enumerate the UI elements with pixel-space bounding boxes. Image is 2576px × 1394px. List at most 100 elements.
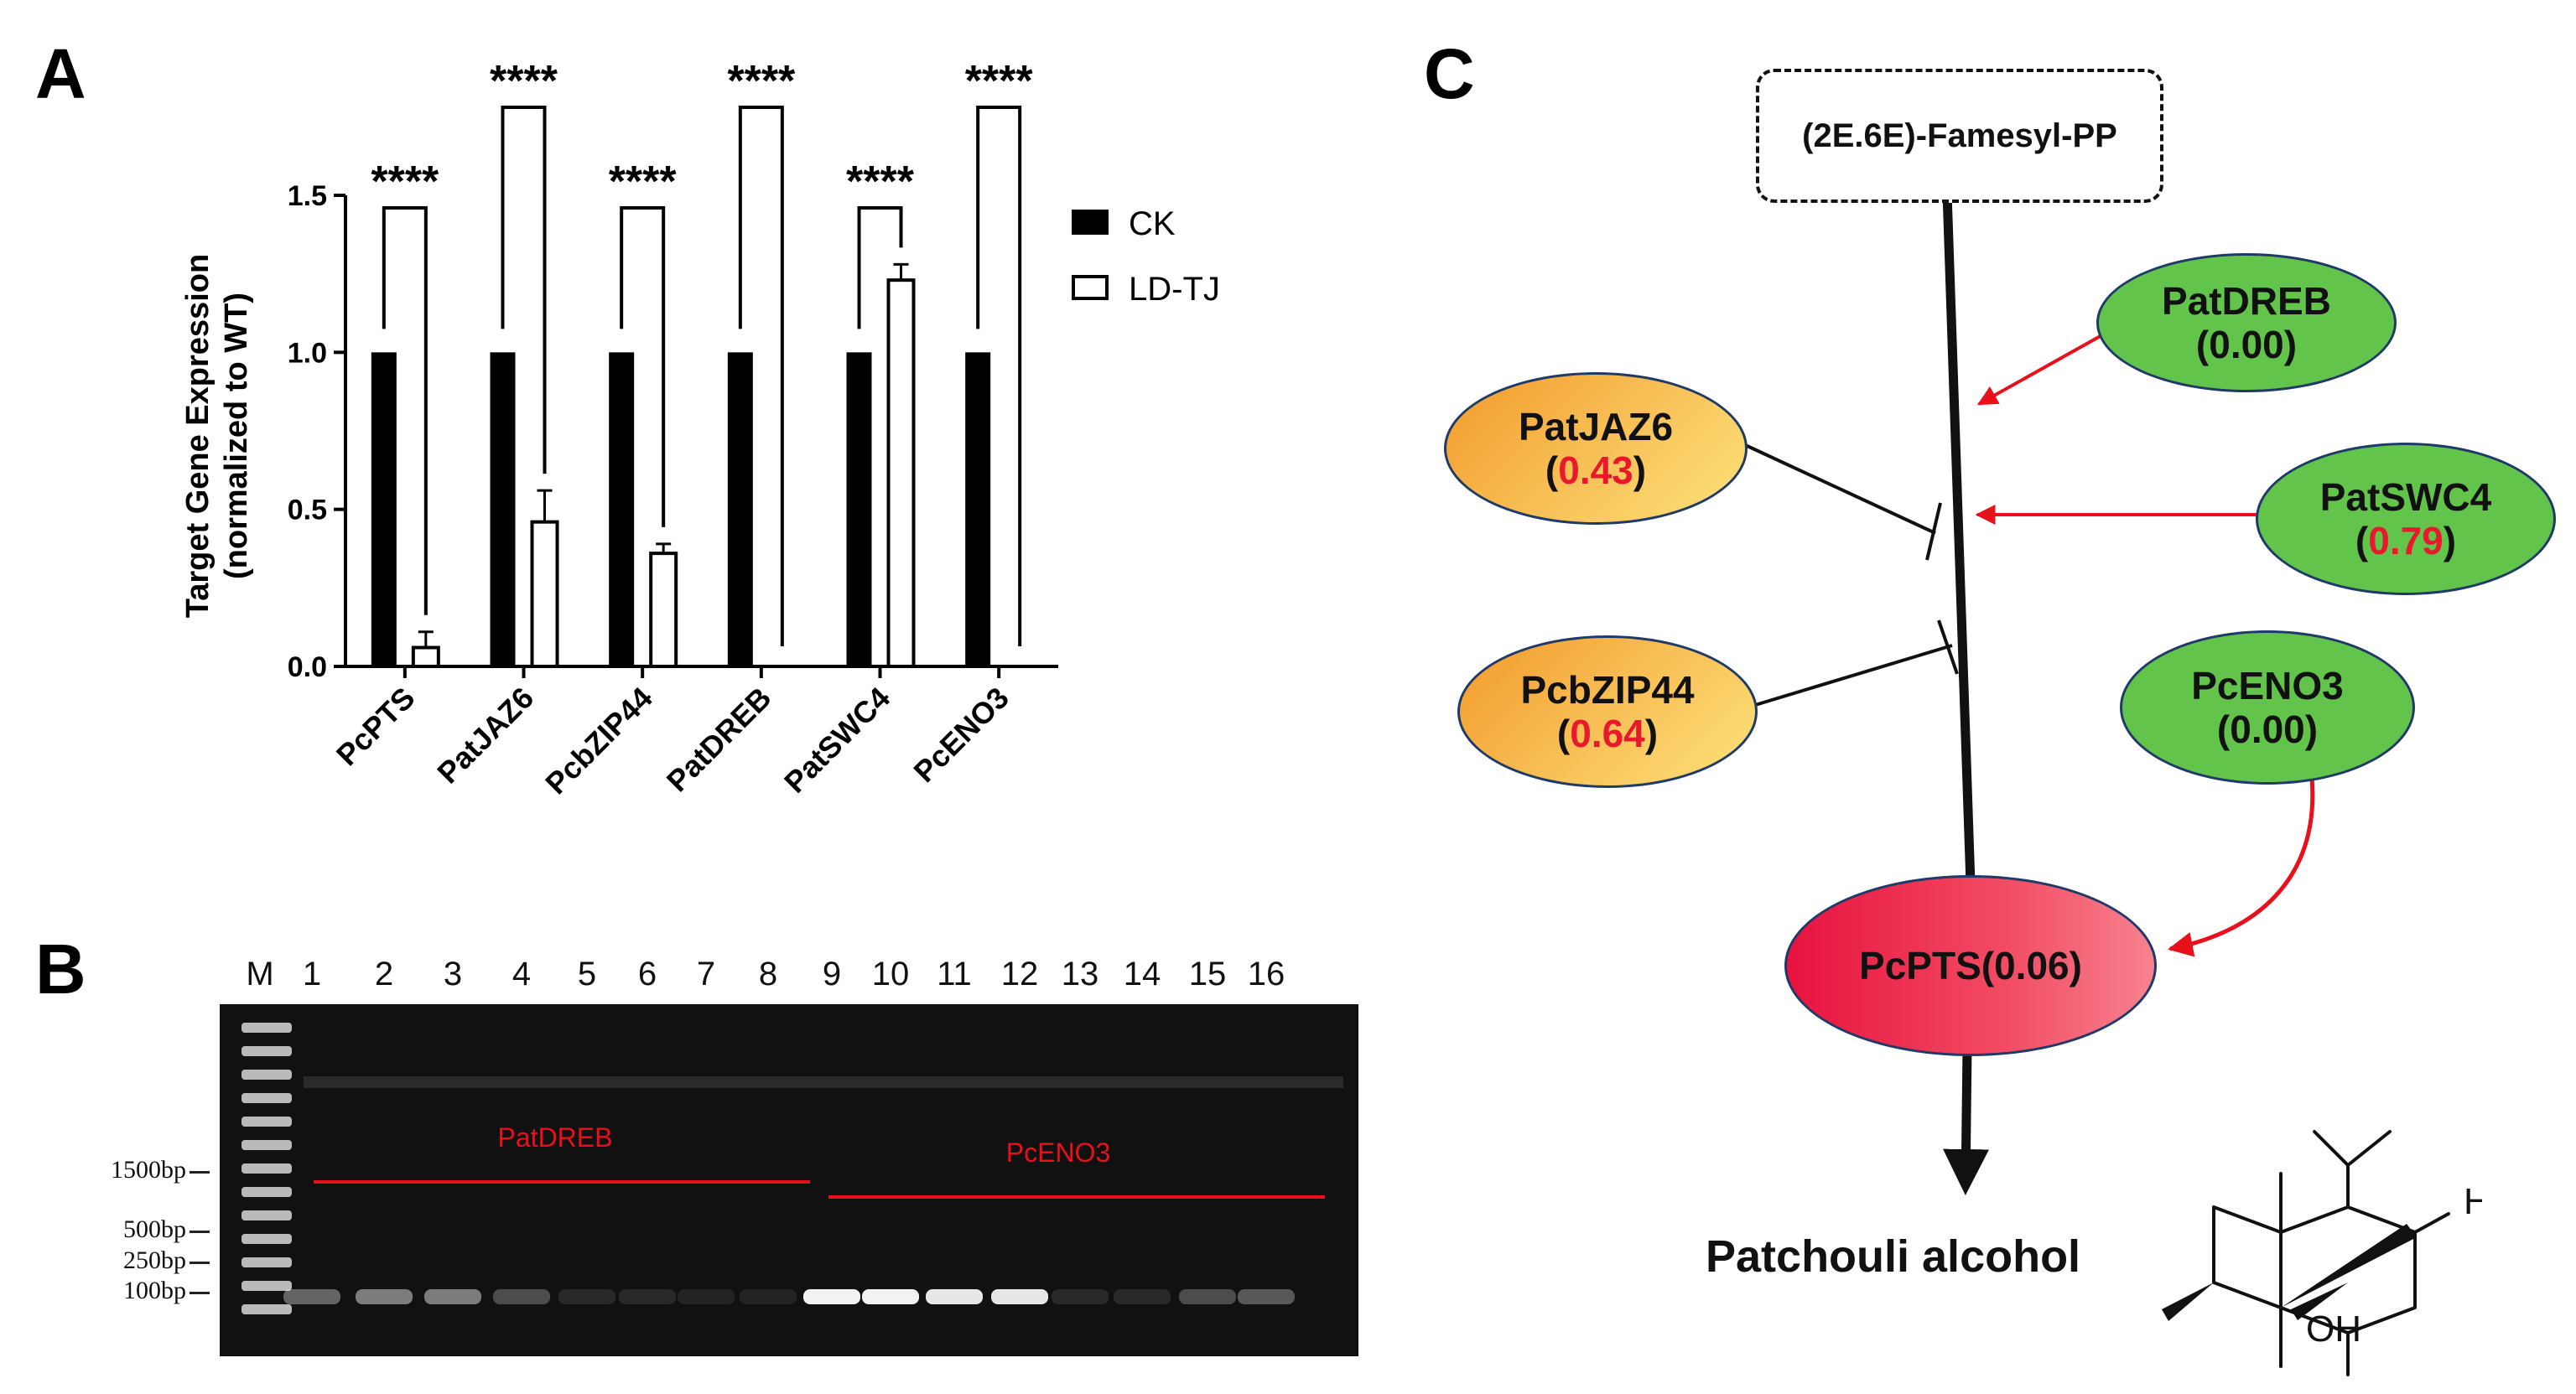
node-pcbzip44-name: PcbZIP44 bbox=[1520, 668, 1695, 712]
lane-label: 9 bbox=[822, 956, 842, 992]
significance-label: **** bbox=[727, 57, 796, 106]
node-pceno3-name: PcENO3 bbox=[2191, 664, 2344, 707]
ladder-band bbox=[242, 1140, 292, 1150]
legend-label: LD-TJ bbox=[1129, 271, 1220, 308]
sample-band bbox=[1114, 1289, 1171, 1304]
node-patjaz6-name: PatJAZ6 bbox=[1518, 405, 1674, 448]
sample-band bbox=[619, 1289, 676, 1304]
significance-label: **** bbox=[371, 158, 439, 206]
node-pcpts: PcPTS(0.06) bbox=[1784, 875, 2157, 1056]
size-marker-tick bbox=[190, 1231, 210, 1233]
lane-label: 14 bbox=[1123, 956, 1161, 992]
group-label-pceno3: PcENO3 bbox=[1006, 1137, 1110, 1168]
lane-label: 6 bbox=[637, 956, 657, 992]
sample-band bbox=[803, 1289, 860, 1304]
size-marker-label: 100bp bbox=[123, 1277, 186, 1304]
y-tick-label: 0.0 bbox=[288, 651, 327, 683]
significance-bracket bbox=[857, 206, 903, 329]
sample-band bbox=[1052, 1289, 1109, 1304]
y-tick-label: 1.0 bbox=[288, 337, 327, 369]
lane-label: 5 bbox=[577, 956, 597, 992]
lane-label: 16 bbox=[1247, 956, 1285, 992]
ladder-band bbox=[242, 1257, 292, 1267]
lane-label: 2 bbox=[374, 956, 394, 992]
ladder-band bbox=[242, 1093, 292, 1103]
lane-label: M bbox=[246, 956, 274, 992]
legend-label: CK bbox=[1129, 205, 1176, 242]
legend-swatch-ck bbox=[1072, 210, 1109, 235]
top-haze bbox=[304, 1076, 1343, 1088]
bar-ck bbox=[965, 352, 991, 666]
size-marker-tick bbox=[190, 1262, 210, 1264]
sample-band bbox=[740, 1289, 797, 1304]
bar-ck bbox=[609, 352, 635, 666]
significance-label: **** bbox=[846, 158, 915, 206]
ladder-band bbox=[242, 1070, 292, 1080]
sample-band bbox=[356, 1289, 413, 1304]
lane-label: 15 bbox=[1188, 956, 1227, 992]
y-axis-label-line2: (normalized to WT) bbox=[219, 293, 254, 579]
ladder-band bbox=[242, 1281, 292, 1291]
sample-band bbox=[493, 1289, 550, 1304]
node-patswc4: PatSWC4 (0.79) bbox=[2256, 443, 2556, 595]
sample-band bbox=[1179, 1289, 1236, 1304]
size-marker-label: 500bp bbox=[123, 1215, 186, 1243]
ladder-band bbox=[242, 1023, 292, 1033]
structure-oh-label: OH bbox=[2306, 1308, 2361, 1350]
inhibition-bar-pcbzip44 bbox=[1937, 619, 1959, 675]
lane-label: 13 bbox=[1061, 956, 1099, 992]
main-pathway-line bbox=[1942, 192, 1976, 885]
significance-bracket bbox=[976, 106, 1022, 646]
bar-ck bbox=[846, 352, 872, 666]
lane-label: 3 bbox=[443, 956, 463, 992]
sample-band bbox=[424, 1289, 481, 1304]
lane-label: 1 bbox=[302, 956, 322, 992]
sample-band bbox=[991, 1289, 1048, 1304]
legend-swatch-ld-tj bbox=[1072, 275, 1109, 300]
node-pcpts-name: PcPTS(0.06) bbox=[1859, 944, 2082, 987]
sample-band bbox=[678, 1289, 735, 1304]
lane-label: 4 bbox=[512, 956, 532, 992]
panel-label-b: B bbox=[35, 930, 86, 1008]
size-marker-label: 1500bp bbox=[111, 1156, 186, 1184]
product-label: Patchouli alcohol bbox=[1706, 1231, 2081, 1282]
panel-label-a: A bbox=[35, 34, 86, 113]
significance-bracket bbox=[382, 206, 428, 615]
size-marker-tick bbox=[190, 1292, 210, 1294]
product-arrow bbox=[1943, 1047, 1990, 1195]
node-patjaz6: PatJAZ6 (0.43) bbox=[1444, 372, 1748, 525]
y-tick-label: 0.5 bbox=[288, 495, 327, 526]
significance-label: **** bbox=[609, 158, 678, 206]
significance-bracket bbox=[501, 106, 547, 474]
inhibition-line-pcbzip44 bbox=[1752, 644, 1953, 707]
bar-ck bbox=[490, 352, 516, 666]
ladder-band bbox=[242, 1187, 292, 1197]
significance-bracket bbox=[620, 206, 666, 527]
ladder-band bbox=[242, 1046, 292, 1056]
sample-band bbox=[926, 1289, 983, 1304]
node-patdreb-name: PatDREB bbox=[2162, 279, 2331, 323]
node-patdreb: PatDREB (0.00) bbox=[2096, 253, 2397, 392]
panel-label-c: C bbox=[1424, 34, 1475, 113]
node-patswc4-value: 0.79 bbox=[2368, 519, 2444, 562]
lane-label: 12 bbox=[1000, 956, 1039, 992]
patchouli-alcohol-structure: H OH bbox=[2162, 1130, 2482, 1376]
lane-label: 11 bbox=[937, 956, 972, 992]
sample-band bbox=[283, 1289, 340, 1304]
node-patdreb-value: 0.00 bbox=[2209, 323, 2284, 366]
sample-band bbox=[1238, 1289, 1295, 1304]
bar-ld-tj bbox=[530, 520, 559, 668]
inhibition-line-patjaz6 bbox=[1739, 441, 1936, 535]
significance-label: **** bbox=[965, 57, 1034, 106]
significance-bracket bbox=[738, 106, 784, 646]
bar-ck bbox=[727, 352, 753, 666]
structure-h-label: H bbox=[2464, 1181, 2482, 1222]
lane-label: 8 bbox=[758, 956, 778, 992]
y-tick-label: 1.5 bbox=[288, 180, 327, 212]
bar-ck bbox=[371, 352, 397, 666]
size-marker-tick bbox=[190, 1171, 210, 1174]
y-axis-label-line1: Target Gene Expression bbox=[180, 254, 216, 618]
node-pceno3: PcENO3 (0.00) bbox=[2120, 630, 2415, 785]
